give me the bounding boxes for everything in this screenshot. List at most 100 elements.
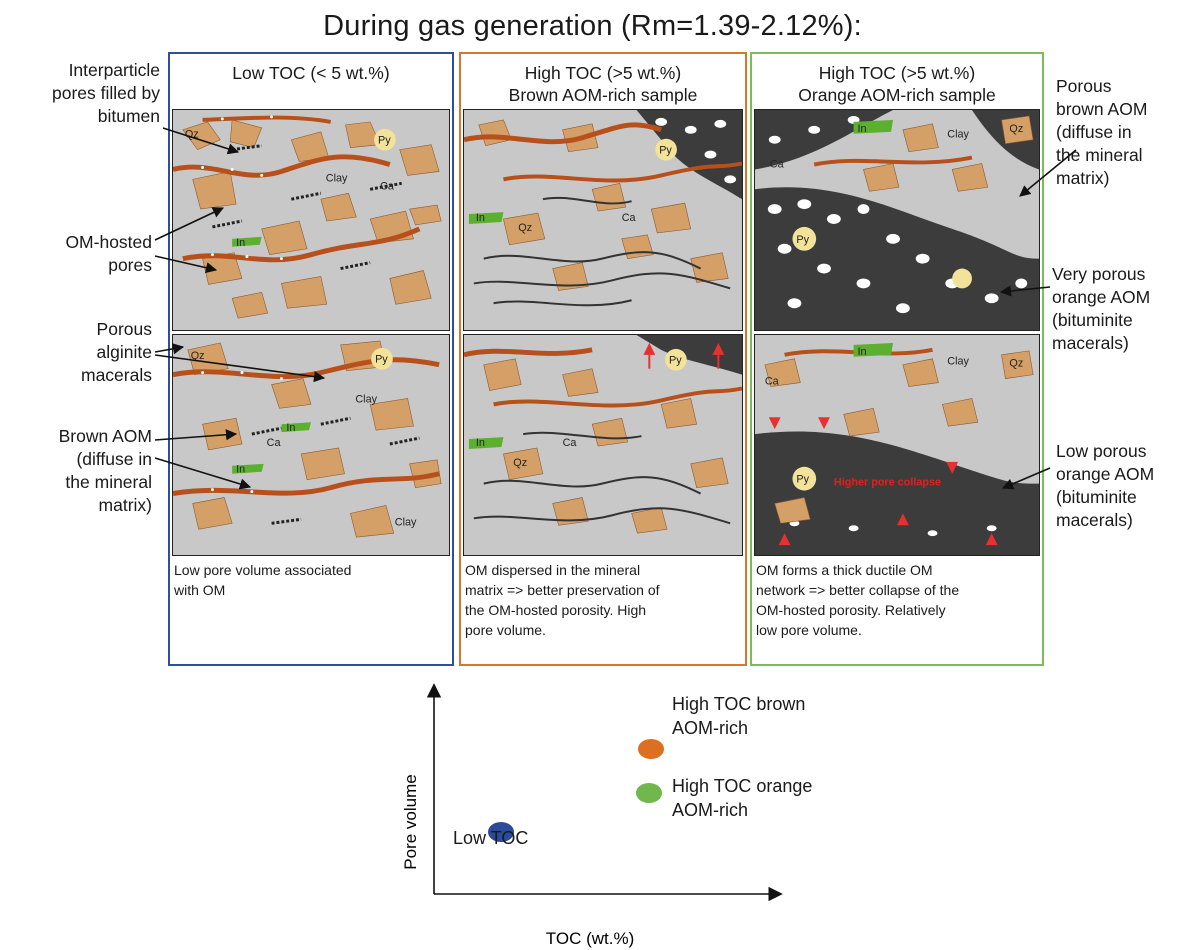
label-line: Low porous xyxy=(1056,441,1147,461)
label-low-porous-orange-aom: Low porous orange AOM (bituminite macera… xyxy=(1056,440,1181,532)
label-line: OM-hosted xyxy=(65,232,152,252)
low-toc-point-label: Low TOC xyxy=(453,826,528,850)
panel-orange-aom-top: In Clay Qz Py Ca xyxy=(754,109,1040,331)
heading-line: Brown AOM-rich sample xyxy=(508,85,698,105)
label-line: Low TOC xyxy=(453,828,529,848)
label-line: macerals) xyxy=(1052,333,1129,353)
clay-label: Clay xyxy=(947,129,969,141)
column-low-toc-caption: Low pore volume associated with OM xyxy=(174,560,448,600)
caption-line: with OM xyxy=(174,582,226,598)
label-line: High TOC brown xyxy=(672,694,806,714)
label-line: pores xyxy=(108,255,152,275)
higher-pore-collapse-label: Higher pore collapse xyxy=(834,477,941,489)
microstructure-sketch: Qz Py Clay Ca In In Clay xyxy=(173,340,442,538)
clay-label: Clay xyxy=(355,393,377,405)
label-porous-brown-aom: Porous brown AOM (diffuse in the mineral… xyxy=(1056,75,1181,190)
caption-line: network => better collapse of the xyxy=(756,582,960,598)
figure-title: During gas generation (Rm=1.39-2.12%): xyxy=(323,10,862,42)
panel-low-toc-bottom: Qz Py Clay Ca In In Clay xyxy=(172,334,450,556)
label-line: Very porous xyxy=(1052,264,1146,284)
column-low-toc: Low TOC (< 5 wt.%) Qz Py Clay Ca xyxy=(168,52,454,666)
pyrite-label: Py xyxy=(375,354,388,366)
quartz-label: Qz xyxy=(513,457,527,469)
label-line: (diffuse in xyxy=(76,449,152,469)
inertinite-label: In xyxy=(236,464,245,476)
caption-line: Low pore volume associated xyxy=(174,562,352,578)
calcite-label: Ca xyxy=(765,376,780,388)
calcite-label: Ca xyxy=(622,212,637,224)
pyrite-label: Py xyxy=(796,234,809,246)
inertinite-label: In xyxy=(476,437,485,449)
quartz-label: Qz xyxy=(191,350,205,362)
y-axis-label: Pore volume xyxy=(401,774,420,869)
quartz-label: Qz xyxy=(1009,358,1023,370)
label-line: High TOC orange xyxy=(672,776,813,796)
x-axis-label: TOC (wt.%) xyxy=(546,929,634,948)
pyrite-label: Py xyxy=(669,355,682,367)
label-line: macerals xyxy=(81,365,152,385)
heading-line: High TOC (>5 wt.%) xyxy=(524,63,682,83)
clay-label: Clay xyxy=(395,516,417,528)
heading-line: Low TOC (< 5 wt.%) xyxy=(232,63,390,83)
caption-line: matrix => better preservation of xyxy=(465,582,660,598)
label-line: the mineral xyxy=(1056,145,1143,165)
panel-brown-aom-top: In Py Ca Qz xyxy=(463,109,743,331)
label-om-hosted-pores: OM-hosted pores xyxy=(20,231,152,277)
quartz-label: Qz xyxy=(518,222,532,234)
label-line: pores filled by xyxy=(52,83,160,103)
clay-label: Clay xyxy=(947,356,969,368)
label-line: macerals) xyxy=(1056,510,1133,530)
column-orange-aom-caption: OM forms a thick ductile OM network => b… xyxy=(756,560,1038,640)
label-line: Porous xyxy=(1056,76,1112,96)
inertinite-label: In xyxy=(286,422,295,434)
quartz-label: Qz xyxy=(185,129,199,141)
panel-brown-aom-bottom: In Py Ca Qz xyxy=(463,334,743,556)
label-line: (bituminite xyxy=(1052,310,1133,330)
caption-line: the OM-hosted porosity. High xyxy=(465,602,647,618)
label-line: orange AOM xyxy=(1052,287,1151,307)
point-high-toc-brown xyxy=(638,739,664,759)
column-orange-aom: High TOC (>5 wt.%) Orange AOM-rich sampl… xyxy=(750,52,1044,666)
high-toc-brown-point-label: High TOC brown AOM-rich xyxy=(672,692,805,740)
inertinite-label: In xyxy=(476,212,485,224)
microstructure-sketch: In Clay Qz Py Ca xyxy=(755,110,1039,330)
pyrite-label: Py xyxy=(796,474,809,486)
label-porous-alginite: Porous alginite macerals xyxy=(20,318,152,387)
column-low-toc-heading: Low TOC (< 5 wt.%) xyxy=(170,62,452,84)
microstructure-sketch: Qz Py Clay Ca In xyxy=(173,115,442,319)
column-orange-aom-heading: High TOC (>5 wt.%) Orange AOM-rich sampl… xyxy=(752,62,1042,106)
label-line: Porous xyxy=(96,319,152,339)
point-low-toc xyxy=(488,822,514,842)
microstructure-sketch: In Py Ca Qz xyxy=(464,335,742,534)
label-line: brown AOM xyxy=(1056,99,1148,119)
panel-orange-aom-bottom: Higher pore collapse In Clay Qz Ca Py xyxy=(754,334,1040,556)
label-line: bitumen xyxy=(97,106,160,126)
label-line: Brown AOM xyxy=(58,426,152,446)
calcite-label: Ca xyxy=(380,180,395,192)
label-line: alginite xyxy=(96,342,152,362)
pyrite-label: Py xyxy=(659,145,672,157)
label-line: the mineral xyxy=(65,472,152,492)
label-line: AOM-rich xyxy=(672,800,748,820)
pore-volume-chart: Pore volume TOC (wt.%) xyxy=(401,683,783,948)
caption-line: pore volume. xyxy=(465,622,546,638)
microstructure-sketch: In Py Ca Qz xyxy=(464,110,742,307)
panel-low-toc-top: Qz Py Clay Ca In xyxy=(172,109,450,331)
quartz-label: Qz xyxy=(1009,123,1023,135)
column-brown-aom-heading: High TOC (>5 wt.%) Brown AOM-rich sample xyxy=(461,62,745,106)
caption-line: OM forms a thick ductile OM xyxy=(756,562,933,578)
microstructure-sketch: Higher pore collapse In Clay Qz Ca Py xyxy=(755,342,1039,555)
heading-line: High TOC (>5 wt.%) xyxy=(818,63,976,83)
label-interparticle-pores: Interparticle pores filled by bitumen xyxy=(20,59,160,128)
clay-label: Clay xyxy=(326,172,348,184)
column-brown-aom: High TOC (>5 wt.%) Brown AOM-rich sample… xyxy=(459,52,747,666)
label-line: matrix) xyxy=(98,495,152,515)
calcite-label: Ca xyxy=(770,158,785,170)
pyrite-label: Py xyxy=(378,135,391,147)
label-line: (diffuse in xyxy=(1056,122,1132,142)
label-brown-aom: Brown AOM (diffuse in the mineral matrix… xyxy=(20,425,152,517)
label-line: matrix) xyxy=(1056,168,1110,188)
calcite-label: Ca xyxy=(563,437,578,449)
caption-line: OM dispersed in the mineral xyxy=(465,562,641,578)
high-toc-orange-point-label: High TOC orange AOM-rich xyxy=(672,774,812,822)
